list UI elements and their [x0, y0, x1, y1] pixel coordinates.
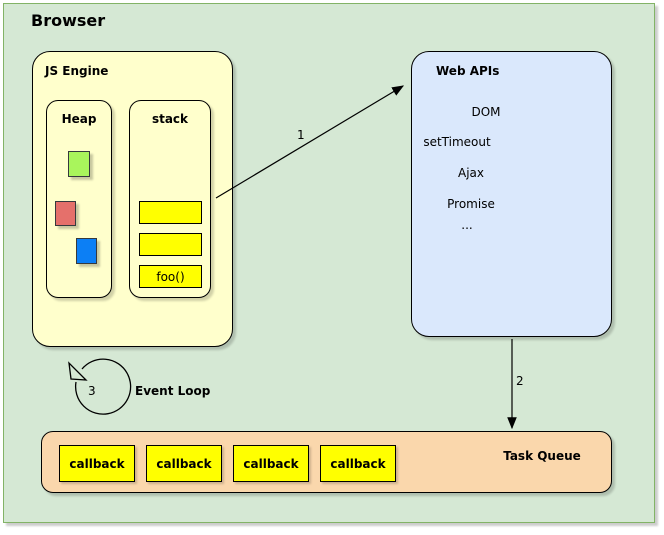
stack-label: stack	[151, 112, 189, 126]
js-engine-label: JS Engine	[45, 64, 109, 78]
web-api-item-ellipsis: ...	[461, 218, 473, 232]
web-apis-box: Web APIs DOM setTimeout Ajax Promise ...	[411, 51, 612, 337]
web-api-item-promise: Promise	[447, 197, 495, 211]
event-loop-step-number: 3	[88, 384, 96, 398]
heap-box: Heap	[46, 100, 112, 298]
arrow-label-1: 1	[297, 128, 305, 142]
stack-frame	[139, 201, 202, 224]
heap-label: Heap	[61, 112, 97, 126]
stack-frame	[139, 233, 202, 256]
web-api-item-settimeout: setTimeout	[423, 135, 491, 149]
heap-object-red	[55, 201, 76, 226]
arrow-label-2: 2	[516, 374, 524, 388]
heap-object-green	[68, 151, 90, 177]
callback-item: callback	[59, 445, 135, 482]
page-title: Browser	[31, 11, 106, 30]
heap-object-blue	[76, 238, 97, 264]
task-queue-box: Task Queue callback callback callback ca…	[41, 431, 612, 493]
web-apis-label: Web APIs	[436, 64, 500, 78]
callback-item: callback	[320, 445, 396, 482]
callback-item: callback	[233, 445, 309, 482]
stack-frame: foo()	[139, 265, 202, 288]
event-loop-label: Event Loop	[135, 384, 211, 398]
web-api-item-dom: DOM	[471, 105, 501, 119]
stack-box: stack foo()	[129, 100, 211, 298]
callback-item: callback	[146, 445, 222, 482]
task-queue-label: Task Queue	[503, 449, 581, 463]
js-engine-box: JS Engine Heap stack foo()	[32, 51, 233, 347]
web-api-item-ajax: Ajax	[458, 166, 484, 180]
